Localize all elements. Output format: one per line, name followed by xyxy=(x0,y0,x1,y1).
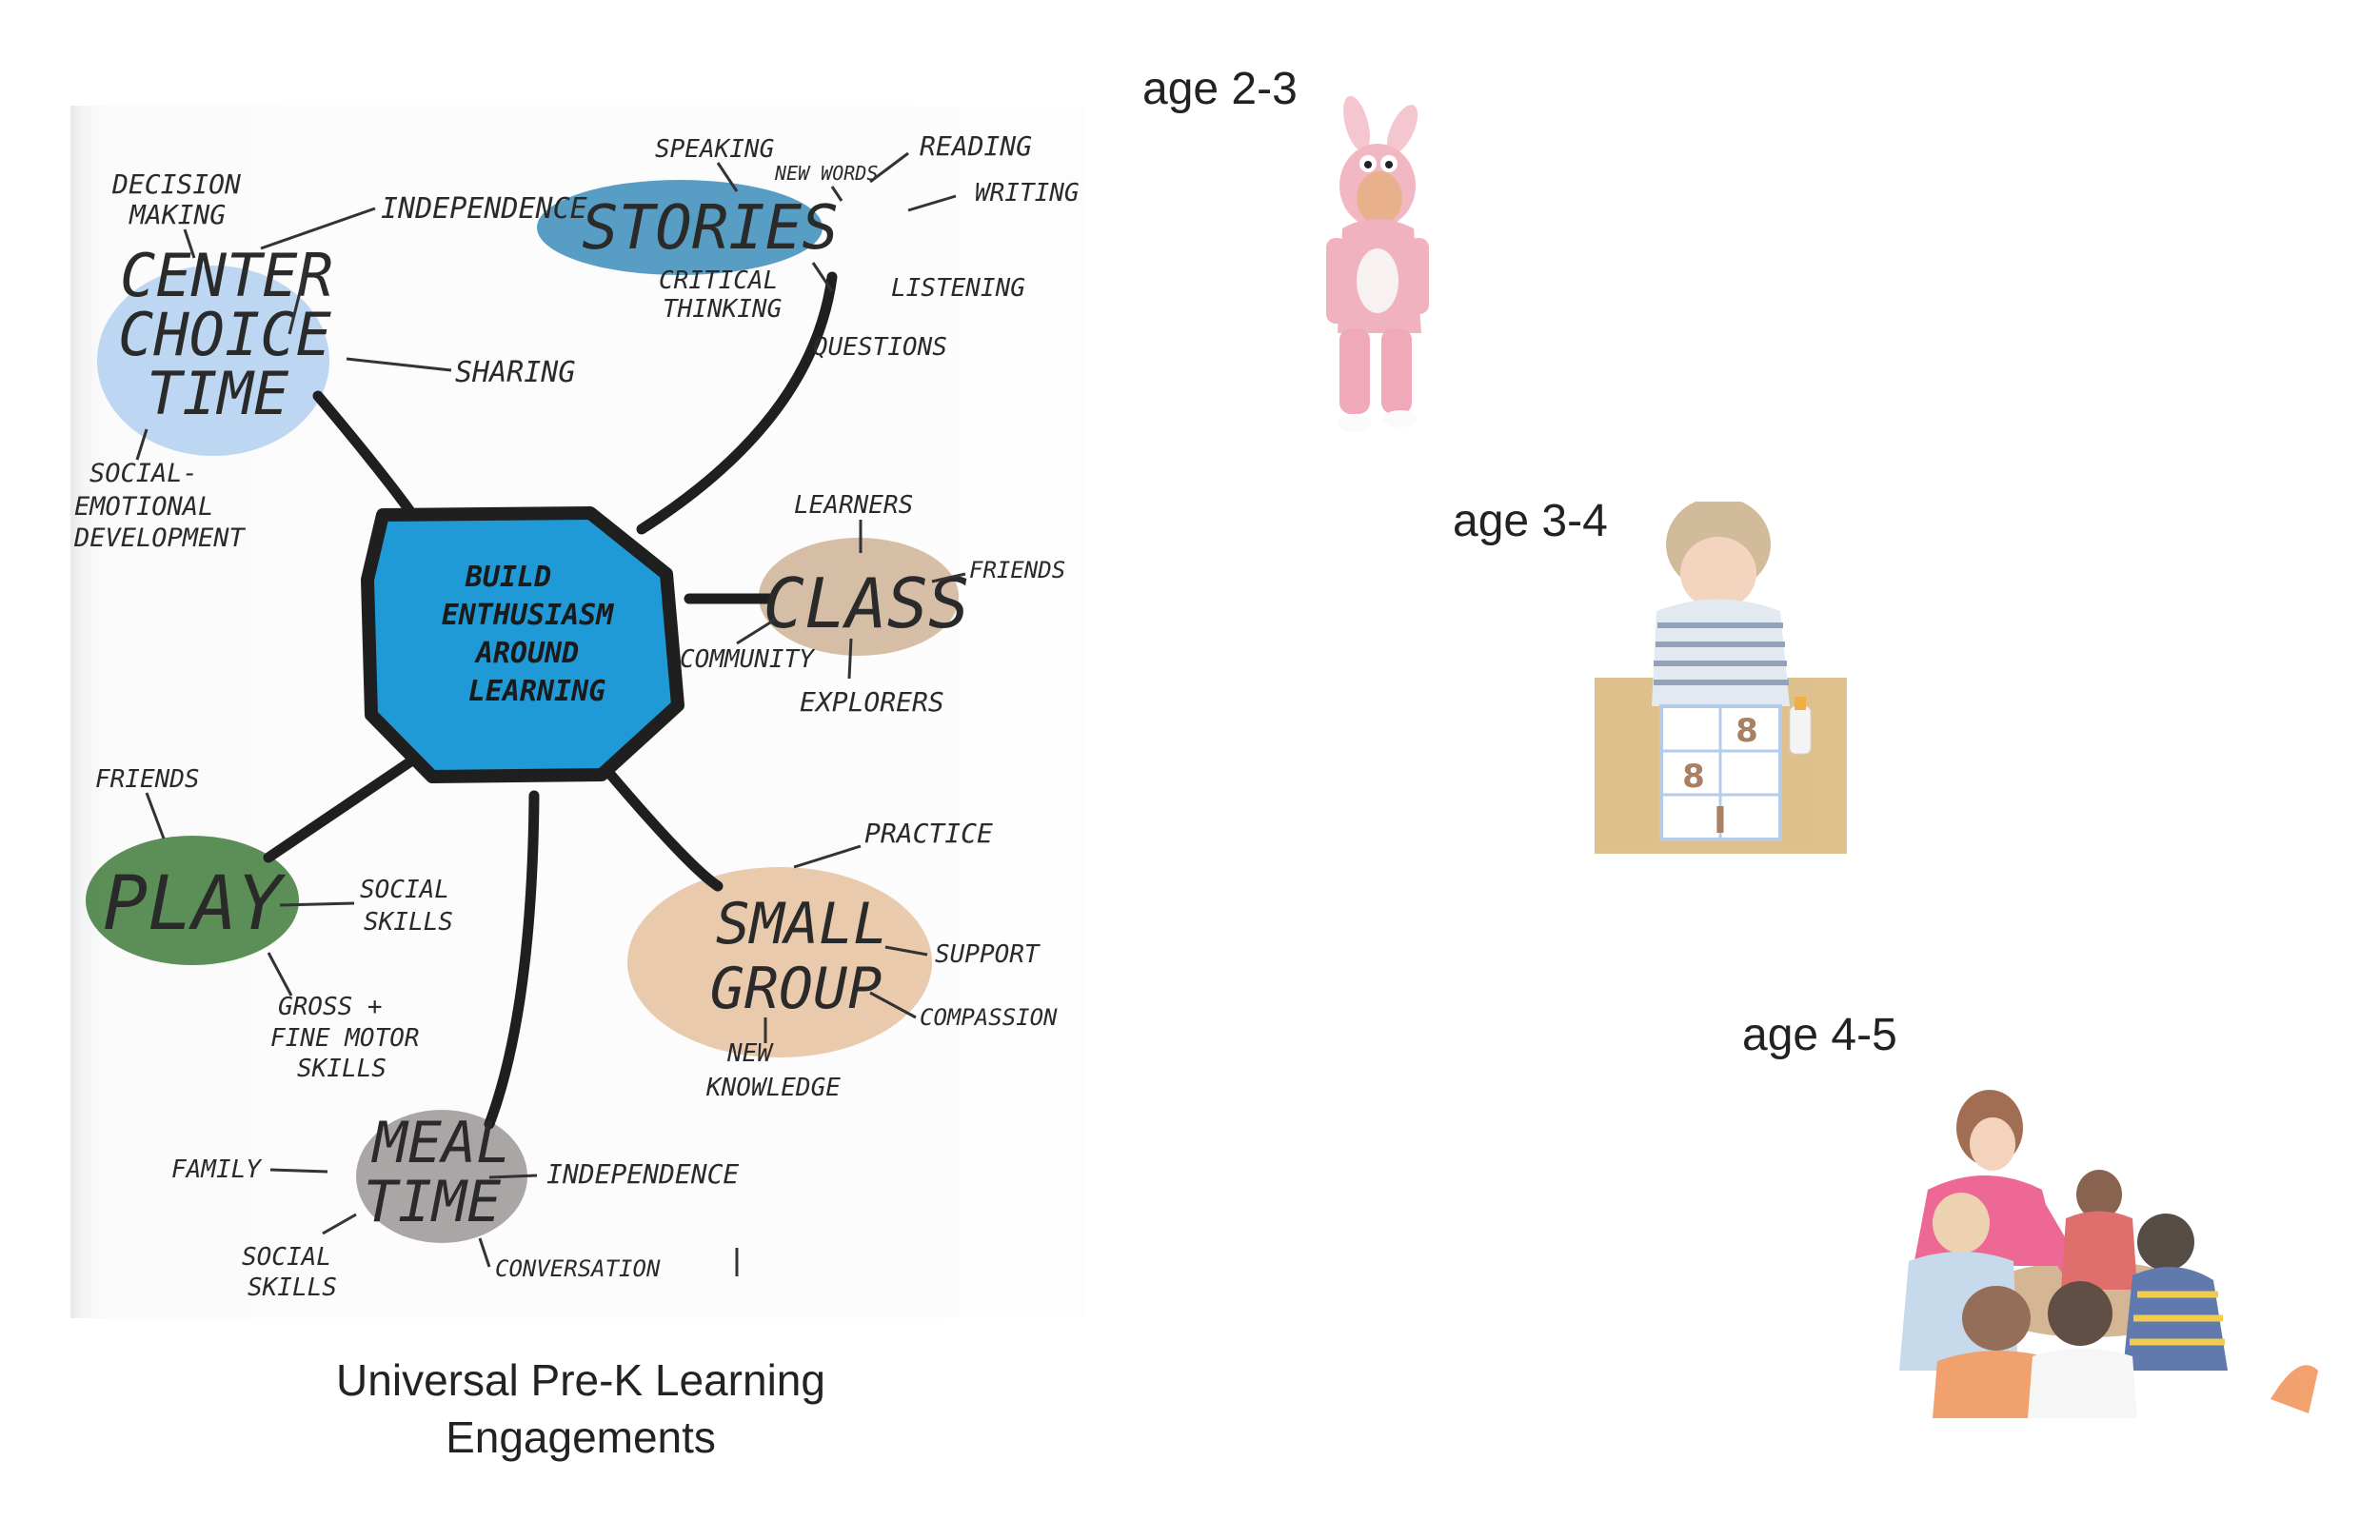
leaf-label: DECISION xyxy=(111,168,241,200)
mind-map-sketch: BUILD ENTHUSIASM AROUND LEARNING CENTER … xyxy=(70,106,1085,1318)
node-play: PLAY FRIENDS SOCIAL SKILLS GROSS + FINE … xyxy=(95,765,453,1083)
branch-lines xyxy=(263,271,838,1130)
branch-small-group xyxy=(603,766,724,892)
leaf-label: SKILLS xyxy=(364,908,453,937)
leaf-label: WRITING xyxy=(975,179,1080,207)
hub-label-line: AROUND xyxy=(474,637,579,670)
leaf-label: SOCIAL- xyxy=(89,459,198,488)
leaf-label: SOCIAL xyxy=(360,876,449,904)
leaf-label: EMOTIONAL xyxy=(74,492,213,522)
node-title: MEAL xyxy=(371,1110,511,1176)
mind-map-canvas: BUILD ENTHUSIASM AROUND LEARNING CENTER … xyxy=(73,130,1080,1302)
age-label-4-5: age 4-5 xyxy=(1742,1010,1897,1060)
leaf-label: FAMILY xyxy=(171,1155,263,1184)
leaf-label: DEVELOPMENT xyxy=(73,523,247,553)
meal-time-blob xyxy=(356,1110,527,1243)
leaf-label: QUESTIONS xyxy=(813,333,947,362)
leaf-label: LISTENING xyxy=(891,274,1025,303)
caption-line: Engagements xyxy=(446,1412,716,1462)
node-stories: STORIES SPEAKING NEW WORDS READING WRITI… xyxy=(582,130,1079,362)
node-center-choice-time: CENTER CHOICE TIME DECISION MAKING INDEP… xyxy=(73,168,587,553)
teacher-with-children-photo xyxy=(1899,1090,2318,1418)
small-group-leaf-lines xyxy=(764,844,928,1043)
hub-label-line: LEARNING xyxy=(468,675,606,708)
mind-map-caption: Universal Pre-K Learning Engagements xyxy=(286,1352,876,1466)
node-class: CLASS LEARNERS FRIENDS COMMUNITY EXPLORE… xyxy=(680,491,1065,718)
small-group-blob xyxy=(627,867,932,1057)
node-title: SMALL xyxy=(716,891,888,958)
leaf-label: CONVERSATION xyxy=(495,1255,661,1282)
leaf-label: CRITICAL xyxy=(659,267,778,295)
child-bunny-costume-photo xyxy=(1326,95,1429,432)
meal-time-leaf-lines xyxy=(269,1168,739,1276)
leaf-label: SKILLS xyxy=(297,1055,387,1083)
hub-octagon xyxy=(361,506,684,783)
leaf-label: SHARING xyxy=(455,356,575,389)
node-title: TIME xyxy=(147,359,289,428)
hub-label-line: BUILD xyxy=(465,561,551,594)
leaf-label: MAKING xyxy=(129,199,226,230)
node-title: CLASS xyxy=(764,563,970,643)
leaf-label: NEW xyxy=(726,1039,774,1068)
class-leaf-lines xyxy=(736,520,966,680)
class-blob xyxy=(759,538,959,656)
leaf-label: NEW WORDS xyxy=(774,162,878,185)
leaf-label: COMMUNITY xyxy=(680,645,816,674)
node-meal-time: MEAL TIME FAMILY INDEPENDENCE SOCIAL SKI… xyxy=(171,1110,739,1302)
svg-text:8: 8 xyxy=(1735,712,1758,750)
leaf-label: SUPPORT xyxy=(935,940,1041,969)
leaf-label: THINKING xyxy=(663,295,782,324)
node-title: PLAY xyxy=(103,861,287,947)
leaf-label: INDEPENDENCE xyxy=(546,1158,739,1190)
leaf-label: LEARNERS xyxy=(794,491,913,520)
hub-label-line: ENTHUSIASM xyxy=(442,599,615,632)
node-small-group: SMALL GROUP PRACTICE SUPPORT COMPASSION … xyxy=(705,818,1058,1102)
age-label-3-4: age 3-4 xyxy=(1453,496,1608,546)
branch-stories xyxy=(636,271,838,535)
leaf-label: EXPLORERS xyxy=(800,686,944,718)
leaf-label: FRIENDS xyxy=(95,765,200,794)
node-title: STORIES xyxy=(582,193,839,264)
leaf-label: KNOWLEDGE xyxy=(705,1074,841,1102)
leaf-label: FRIENDS xyxy=(969,557,1065,583)
caption-line: Universal Pre-K Learning xyxy=(336,1355,825,1405)
play-leaf-lines xyxy=(145,792,355,997)
boy-gluing-letters-photo: 8 8 I xyxy=(1595,502,1847,854)
leaf-label: READING xyxy=(920,130,1032,162)
stories-leaf-lines xyxy=(716,151,957,292)
node-title: TIME xyxy=(364,1169,502,1235)
leaf-label: COMPASSION xyxy=(920,1004,1058,1031)
stories-blob xyxy=(537,180,823,275)
center-choice-leaf-lines xyxy=(135,207,452,461)
leaf-label: INDEPENDENCE xyxy=(381,192,587,226)
svg-text:8: 8 xyxy=(1682,758,1705,796)
play-blob xyxy=(86,836,299,965)
hub-label: BUILD ENTHUSIASM AROUND LEARNING xyxy=(442,561,615,708)
leaf-label: SPEAKING xyxy=(655,135,774,164)
branch-meal-time xyxy=(484,790,540,1130)
node-title: GROUP xyxy=(710,956,883,1022)
svg-text:I: I xyxy=(1714,800,1727,841)
age-label-2-3: age 2-3 xyxy=(1142,64,1298,114)
branch-play xyxy=(263,757,415,863)
leaf-label: PRACTICE xyxy=(864,818,993,849)
center-choice-blob xyxy=(97,266,329,456)
leaf-label: FINE MOTOR xyxy=(270,1024,420,1053)
leaf-label: SOCIAL xyxy=(242,1243,331,1272)
leaf-label: GROSS + xyxy=(278,993,383,1021)
leaf-label: SKILLS xyxy=(248,1273,337,1302)
